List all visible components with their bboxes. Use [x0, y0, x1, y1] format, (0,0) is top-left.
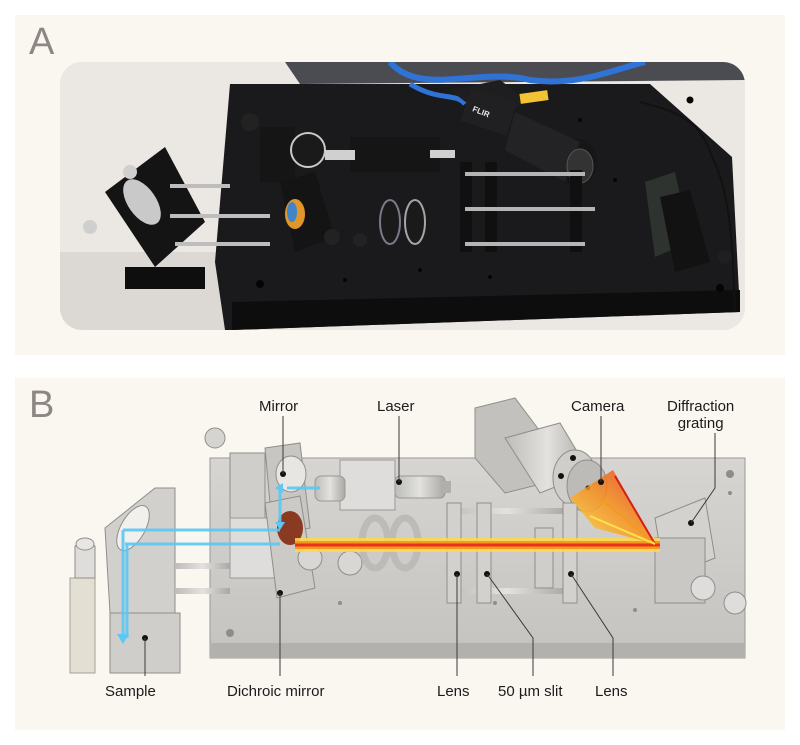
- label-diffraction-grating: Diffraction grating: [667, 398, 734, 432]
- label-diffraction-grating-line2: grating: [677, 415, 724, 432]
- label-lens-right: Lens: [595, 683, 628, 700]
- label-dichroic-mirror: Dichroic mirror: [227, 683, 325, 700]
- dichroic-mirror-model: [229, 495, 363, 599]
- yellow-ray: [589, 515, 656, 545]
- emission-beam: [295, 538, 660, 552]
- arrow-to-dichroic: [275, 522, 285, 530]
- label-mirror: Mirror: [259, 398, 299, 415]
- setup-photo: FLIR: [60, 62, 745, 330]
- arrow-to-sample: [117, 634, 129, 644]
- excitation-beam: [121, 486, 320, 640]
- diffraction-grating-model: [654, 497, 747, 615]
- grating-mount-photo: [645, 172, 732, 272]
- mirror-mount-photo: [241, 113, 326, 182]
- arrow-to-mirror: [275, 483, 283, 493]
- cage-system-photo: [460, 162, 595, 252]
- laser-model: [314, 459, 451, 511]
- panel-b-letter: B: [29, 384, 55, 426]
- panel-b: B: [15, 378, 785, 730]
- panel-a-letter: A: [29, 21, 55, 63]
- setup-photo-illustration: FLIR: [60, 62, 745, 330]
- label-sample: Sample: [105, 683, 156, 700]
- label-camera: Camera: [571, 398, 625, 415]
- panel-a: A FL: [15, 15, 785, 355]
- red-ray: [614, 475, 656, 545]
- label-diffraction-grating-line1: Diffraction: [667, 398, 735, 415]
- label-slit: 50 µm slit: [498, 683, 563, 700]
- label-lens-left: Lens: [437, 683, 470, 700]
- laser-photo: [350, 137, 440, 172]
- spectrometer-diagram: Mirror Laser Camera Diffraction grating …: [15, 378, 785, 730]
- label-laser: Laser: [377, 398, 415, 415]
- dichroic-mount-photo: [280, 172, 367, 252]
- cad-rendering: [69, 397, 747, 676]
- sample-mount-photo: [83, 147, 270, 289]
- orange-ray: [599, 497, 656, 545]
- sample-stage-model: [69, 487, 230, 674]
